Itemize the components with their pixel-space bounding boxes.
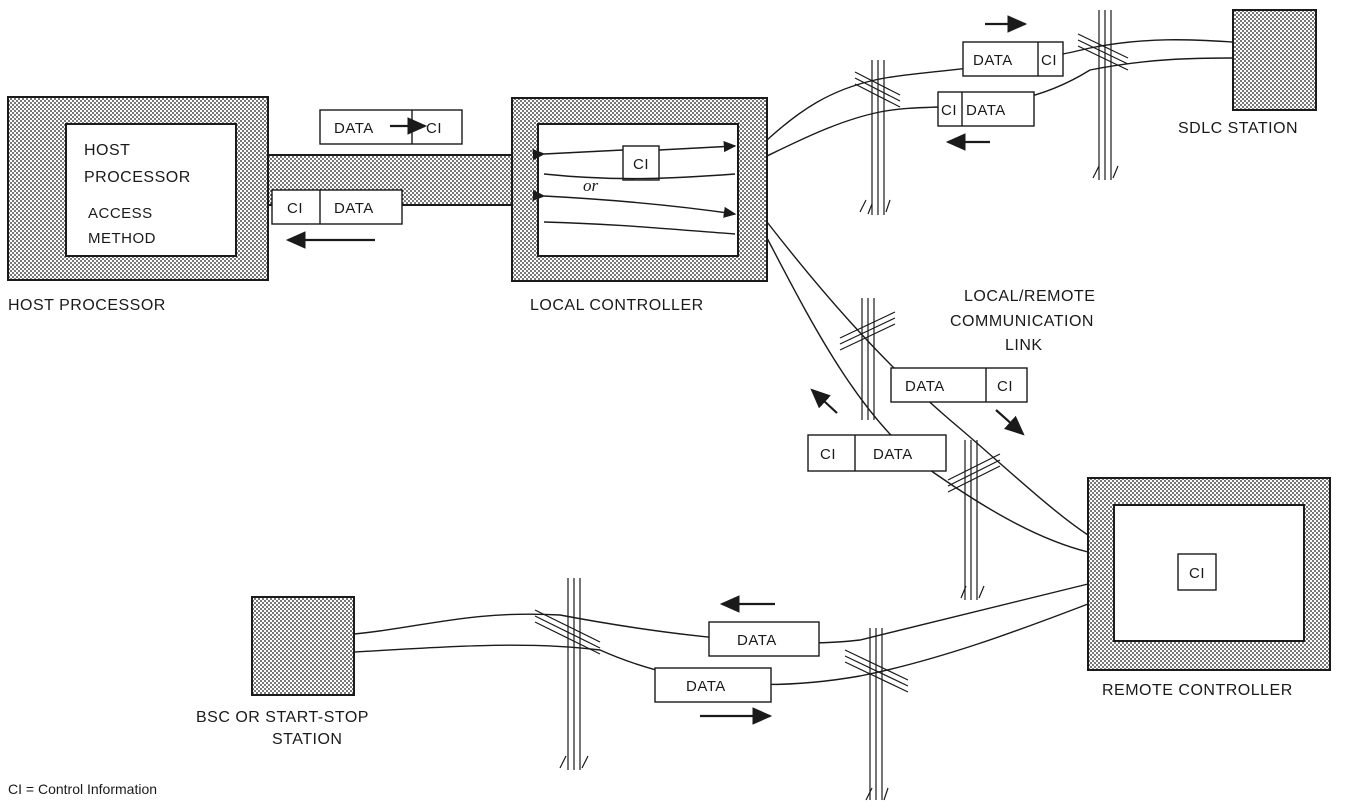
svg-text:COMMUNICATION: COMMUNICATION	[950, 313, 1094, 330]
sdlc-packet-in: CI DATA	[937, 91, 1035, 127]
sdlc-station-caption: SDLC STATION	[1178, 120, 1298, 137]
remote-controller: CI REMOTE CONTROLLER	[1087, 477, 1331, 699]
sdlc-station-box	[1232, 9, 1317, 111]
packet-data-label: DATA	[973, 52, 1013, 69]
packet-data-label: DATA	[873, 446, 913, 463]
sdlc-packet-out: DATA CI	[962, 41, 1064, 77]
bsc-packet-in: DATA	[708, 621, 820, 657]
host-processor: HOST PROCESSOR ACCESS METHOD HOST PROCES…	[7, 96, 269, 314]
host-label-1: HOST	[84, 142, 130, 159]
host-processor-caption: HOST PROCESSOR	[8, 297, 166, 314]
svg-text:LOCAL/REMOTE: LOCAL/REMOTE	[964, 288, 1095, 305]
remote-ci-box	[1177, 553, 1217, 591]
telephone-pole-icon	[534, 578, 601, 770]
packet-data-label: DATA	[966, 102, 1006, 119]
or-label: or	[583, 176, 599, 195]
bsc-station: BSC OR START-STOP STATION	[196, 596, 369, 748]
remote-wire-upper	[766, 221, 1089, 536]
packet-ci-label: CI	[1041, 52, 1057, 69]
local-controller-caption: LOCAL CONTROLLER	[530, 297, 704, 314]
svg-text:LINK: LINK	[1005, 337, 1043, 354]
host-processor-inner	[65, 123, 237, 257]
legend: CI = Control Information	[8, 781, 157, 797]
packet-ci-label: CI	[941, 102, 957, 119]
packet-ci-label: CI	[426, 120, 442, 137]
method-label: METHOD	[88, 230, 156, 247]
remote-packet-out: DATA CI	[890, 367, 1028, 403]
telephone-pole-icon	[844, 628, 909, 801]
local-ci-label: CI	[633, 156, 649, 173]
packet-data-label: DATA	[905, 378, 945, 395]
telephone-pole-icon	[947, 440, 1001, 600]
access-label: ACCESS	[88, 205, 153, 222]
bsc-station-box	[251, 596, 355, 696]
packet-data-label: DATA	[737, 632, 777, 649]
remote-ci-label: CI	[1189, 565, 1205, 582]
local-ci-box	[622, 145, 660, 181]
arrow-down-right-icon	[995, 409, 1025, 436]
link-label: LOCAL/REMOTE COMMUNICATION LINK	[950, 288, 1095, 354]
telephone-pole-icon	[1077, 10, 1129, 180]
bsc-station-caption-1: BSC OR START-STOP	[196, 709, 369, 726]
host-label-2: PROCESSOR	[84, 169, 191, 186]
packet-data-label: DATA	[686, 678, 726, 695]
arrow-up-left-icon	[810, 388, 838, 414]
remote-packet-in: CI DATA	[807, 434, 947, 472]
telephone-pole-icon	[854, 60, 901, 215]
bsc-station-caption-2: STATION	[272, 731, 342, 748]
local-controller-inner	[537, 123, 739, 257]
remote-controller-caption: REMOTE CONTROLLER	[1102, 682, 1293, 699]
telephone-pole-icon	[839, 298, 896, 420]
sdlc-station: SDLC STATION	[1178, 9, 1317, 137]
local-controller: CI or LOCAL CONTROLLER	[511, 97, 768, 314]
packet-ci-label: CI	[997, 378, 1013, 395]
packet-ci-label: CI	[820, 446, 836, 463]
channel-packet-in: CI DATA	[271, 189, 403, 225]
packet-data-label: DATA	[334, 120, 374, 137]
packet-data-label: DATA	[334, 200, 374, 217]
bsc-packet-out: DATA	[654, 667, 772, 703]
packet-ci-label: CI	[287, 200, 303, 217]
